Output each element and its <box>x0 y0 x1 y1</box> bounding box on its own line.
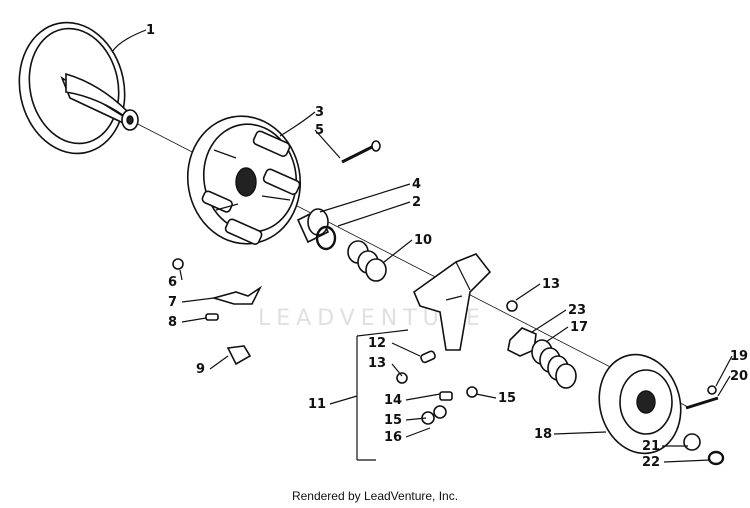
callout-10: 10 <box>414 233 432 248</box>
part-11-cam-arm <box>413 253 492 351</box>
callout-21: 21 <box>642 439 660 454</box>
part-6-nut <box>172 258 184 270</box>
part-4-bushing <box>296 208 330 244</box>
part-17-spring <box>531 339 577 389</box>
part-21-22-nut-ring <box>683 433 725 466</box>
part-3-spider-assembly <box>186 115 302 245</box>
callout-13-upper: 13 <box>542 277 560 292</box>
callout-16: 16 <box>384 430 402 445</box>
callout-6: 6 <box>168 275 177 290</box>
callout-20: 20 <box>730 369 748 384</box>
callout-7: 7 <box>168 295 177 310</box>
parts-12-16-small-pieces <box>396 350 478 425</box>
callout-18: 18 <box>534 427 552 442</box>
callout-22: 22 <box>642 455 660 470</box>
part-7-weight-arm <box>211 285 263 305</box>
part-2-snap-ring <box>315 225 337 251</box>
callout-15-left: 15 <box>384 413 402 428</box>
callout-13-lower: 13 <box>368 356 386 371</box>
callout-11: 11 <box>308 397 326 412</box>
callout-23: 23 <box>568 303 586 318</box>
callout-9: 9 <box>196 362 205 377</box>
part-9-bracket <box>226 345 252 366</box>
credit-text: Rendered by LeadVenture, Inc. <box>292 489 458 503</box>
part-1-sheave <box>18 21 139 155</box>
callout-17: 17 <box>570 320 588 335</box>
callout-12: 12 <box>368 336 386 351</box>
part-5-bolt <box>341 140 381 164</box>
callout-3: 3 <box>315 105 324 120</box>
part-19-20-bolt-washer <box>685 385 719 410</box>
callout-15-right: 15 <box>498 391 516 406</box>
callout-4: 4 <box>412 177 421 192</box>
callout-19: 19 <box>730 349 748 364</box>
leader-lines <box>111 29 733 463</box>
callout-5: 5 <box>315 123 324 138</box>
part-18-cover <box>598 353 682 455</box>
callout-1: 1 <box>146 23 155 38</box>
bracket-11 <box>356 329 409 461</box>
part-10-buttons <box>347 240 387 282</box>
part-13-roller <box>506 300 518 312</box>
callout-2: 2 <box>412 195 421 210</box>
callout-14: 14 <box>384 393 402 408</box>
part-8-pin <box>205 313 219 321</box>
callout-8: 8 <box>168 315 177 330</box>
